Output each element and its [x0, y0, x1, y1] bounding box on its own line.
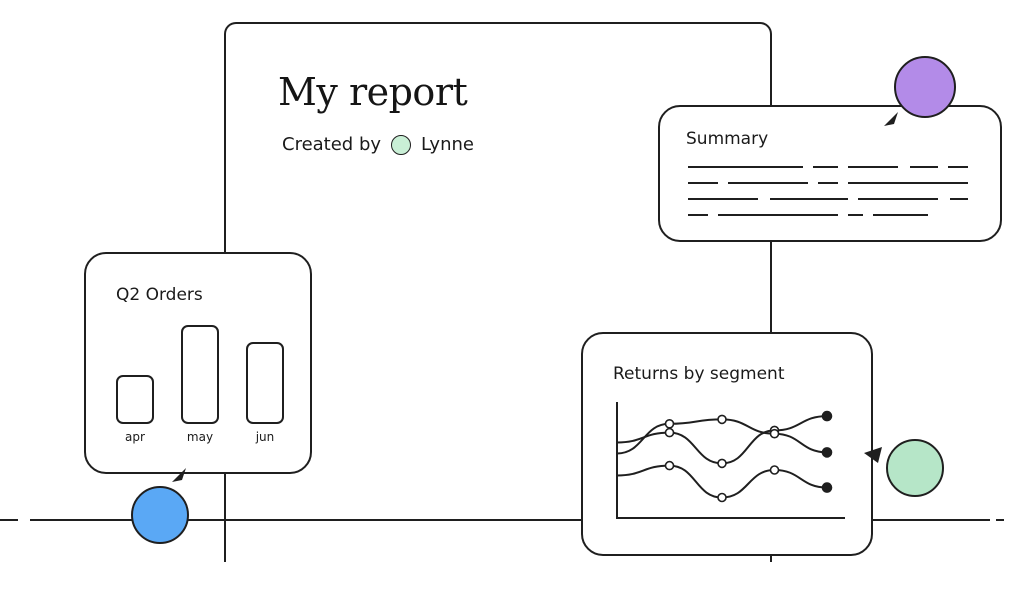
returns-title: Returns by segment: [613, 364, 785, 384]
green-dot[interactable]: [886, 439, 944, 497]
purple-dot[interactable]: [894, 56, 956, 118]
created-by-label: Created by: [282, 134, 382, 155]
series-3-point-3[interactable]: [717, 492, 727, 503]
cursor-arrow-icon: [884, 112, 898, 126]
orders-card[interactable]: Q2 Orders apr may jun: [84, 252, 312, 474]
summary-card[interactable]: Summary: [658, 105, 1002, 242]
cursor-arrow-icon: [864, 447, 882, 463]
series-2-point-5[interactable]: [821, 447, 833, 458]
series-3-point-2[interactable]: [664, 460, 675, 471]
series-1-point-5[interactable]: [821, 410, 833, 422]
series-3-point-4[interactable]: [769, 465, 780, 475]
bar-may[interactable]: [181, 325, 219, 424]
series-3-point-5[interactable]: [821, 482, 833, 493]
cursor-arrow-icon: [172, 468, 186, 482]
report-title: My report: [278, 70, 468, 114]
bar-label-jun: jun: [255, 430, 275, 444]
series-1-point-2[interactable]: [664, 427, 675, 438]
author-avatar[interactable]: [391, 134, 412, 155]
blue-dot[interactable]: [131, 486, 189, 544]
series-2-point-2[interactable]: [664, 418, 675, 429]
summary-text-lines: [688, 166, 968, 216]
chart-axes: [616, 402, 845, 519]
bar-label-may: may: [186, 430, 214, 444]
created-by: Created by Lynne: [282, 134, 474, 155]
series-1-point-3[interactable]: [717, 458, 727, 469]
bar-jun[interactable]: [246, 342, 284, 424]
bar-label-apr: apr: [125, 430, 145, 444]
returns-chart: [616, 402, 845, 519]
author-name[interactable]: Lynne: [421, 134, 474, 155]
returns-card[interactable]: Returns by segment: [581, 332, 873, 556]
summary-title: Summary: [686, 129, 769, 149]
series-2-point-4[interactable]: [769, 428, 780, 439]
bar-apr[interactable]: [116, 375, 154, 424]
series-2-point-3[interactable]: [717, 414, 727, 425]
orders-title: Q2 Orders: [116, 285, 203, 305]
